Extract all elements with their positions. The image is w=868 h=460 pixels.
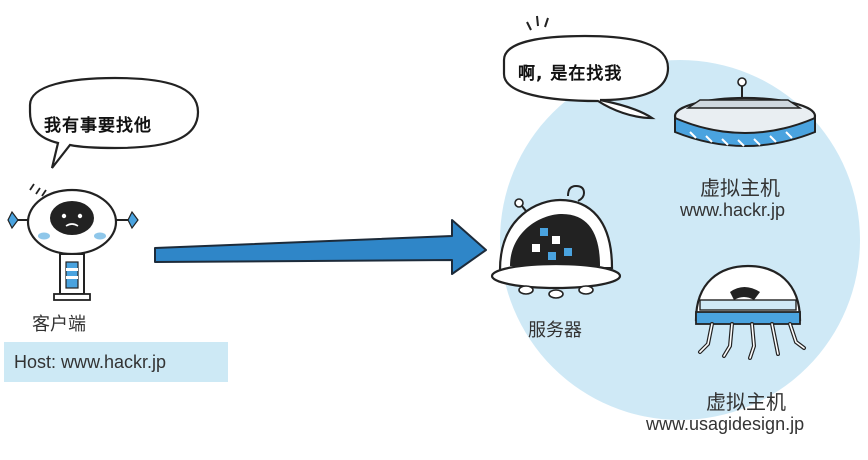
virtual-host-hackr-robot — [673, 77, 817, 147]
virtual-host-2-title: 虚拟主机 — [706, 390, 786, 414]
server-robot — [490, 184, 622, 299]
client-label: 客户端 — [32, 314, 86, 335]
server-speech-bubble — [502, 15, 670, 120]
virtual-host-1-title: 虚拟主机 — [700, 176, 780, 200]
virtual-host-usagidesign-robot — [694, 264, 806, 360]
client-robot — [7, 183, 139, 301]
server-speech-text: 啊, 是在找我 — [518, 64, 623, 84]
client-speech-text: 我有事要找他 — [44, 116, 152, 136]
server-label: 服务器 — [528, 320, 582, 341]
virtual-host-1-domain: www.hackr.jp — [680, 200, 786, 220]
host-header-text: Host: www.hackr.jp — [14, 352, 167, 372]
host-header-box — [4, 342, 228, 382]
virtual-host-2-domain: www.usagidesign.jp — [646, 414, 805, 434]
server-area-circle — [500, 60, 860, 420]
client-speech-bubble — [28, 76, 200, 169]
request-arrow — [154, 219, 487, 275]
